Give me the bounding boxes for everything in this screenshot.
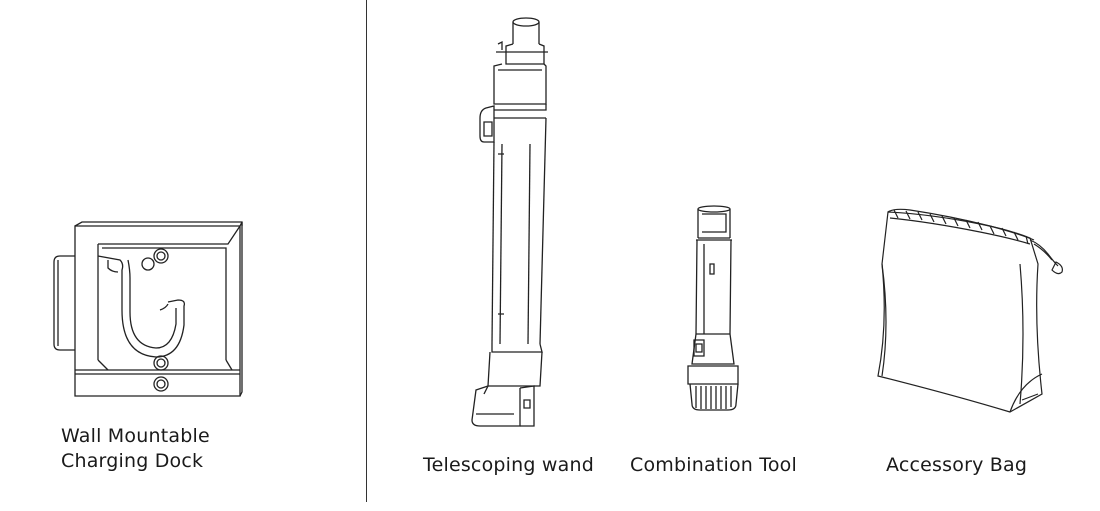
accessory-bag-icon (870, 204, 1070, 418)
accessory-bag-label: Accessory Bag (886, 454, 1028, 476)
combination-tool-label: Combination Tool (630, 454, 797, 476)
telescoping-wand-icon (462, 14, 552, 434)
section-divider (366, 0, 367, 502)
charging-dock-label-line-2: Charging Dock (61, 450, 204, 472)
charging-dock-icon (48, 220, 248, 400)
combination-tool-icon (684, 204, 744, 416)
charging-dock-label-line-1: Wall Mountable (61, 425, 210, 447)
telescoping-wand-label: Telescoping wand (423, 454, 594, 476)
charging-dock-label: Wall Mountable Charging Dock (61, 424, 210, 474)
